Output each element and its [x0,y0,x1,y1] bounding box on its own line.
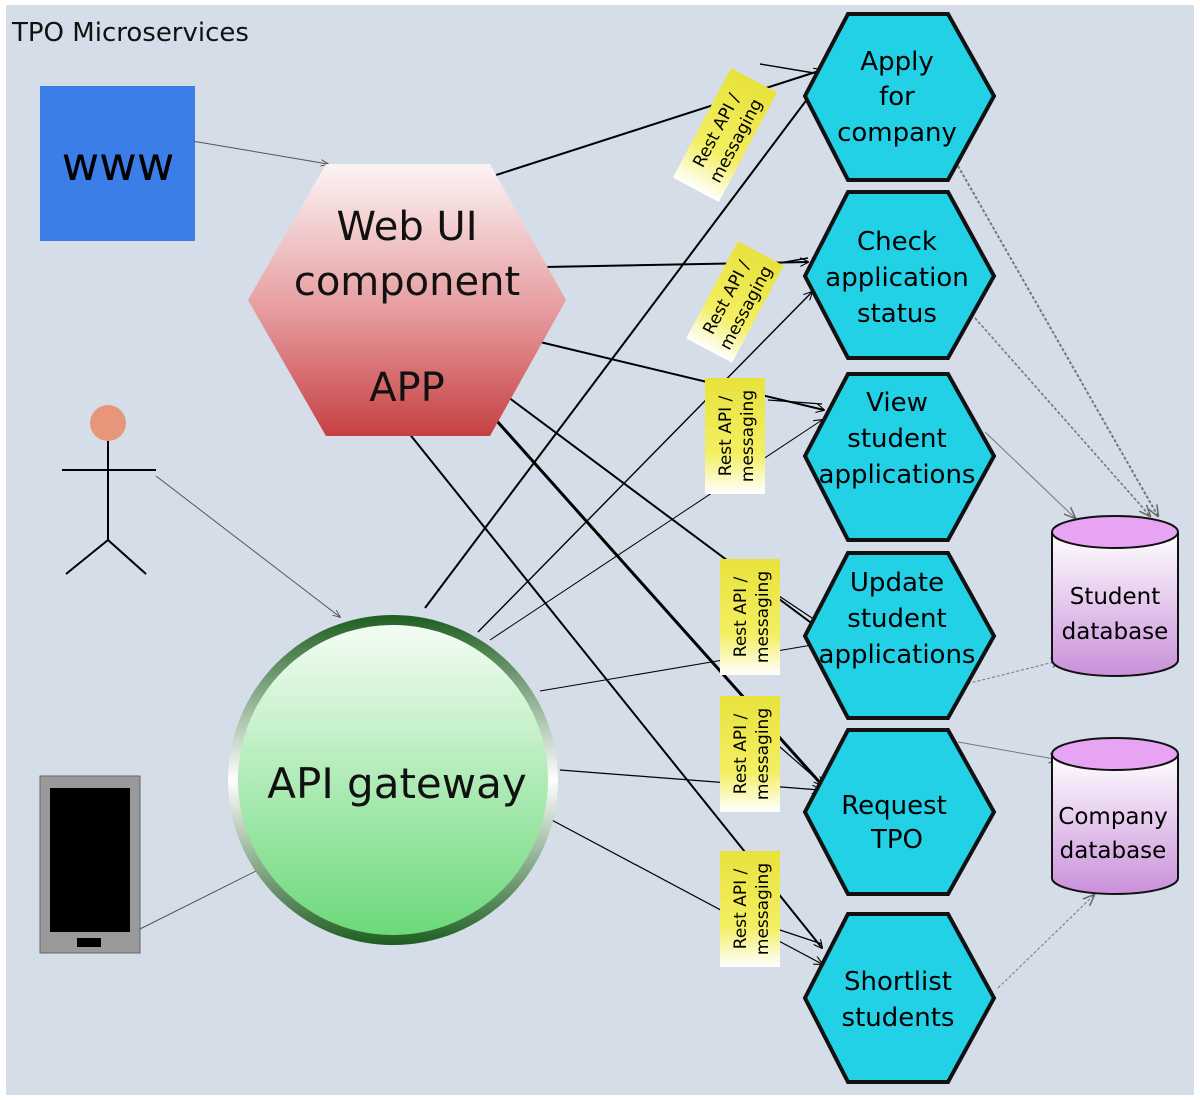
connector-view-studentdb [984,431,1075,518]
svg-text:Rest API /: Rest API / [731,577,751,658]
svg-text:TPO: TPO [870,825,923,855]
connector-check-studentdb [974,317,1150,516]
service-update-student-applications: Update student applications [802,551,997,720]
svg-text:Rest API /: Rest API / [731,869,751,950]
service-check-application-status: Check application status [802,190,997,360]
svg-text:for: for [879,82,915,112]
svg-text:applications: applications [819,640,976,670]
svg-text:Update: Update [850,568,944,598]
diagram-background [6,5,1194,1095]
connector-gateway-check [477,292,812,633]
svg-text:application: application [825,263,968,293]
connector-web-to-webui [185,139,328,164]
svg-text:Student: Student [1070,584,1161,610]
svg-text:applications: applications [819,460,976,490]
rest-tags: Rest API / messaging Rest API / messagin… [672,68,784,967]
web-ui-component: Web UI component APP [248,164,566,436]
svg-text:database: database [1062,619,1169,645]
web-client: www [40,86,195,241]
connector-shortlist-companydb [997,895,1094,989]
svg-text:Request: Request [841,791,947,821]
connectors [137,63,1158,989]
rest-tag-request: Rest API / messaging [720,696,780,812]
connector-request-companydb [957,741,1060,760]
connector-mobile-to-gateway [137,868,262,931]
web-ui-line1: Web UI [337,204,478,250]
svg-text:Check: Check [857,227,937,257]
connector-gateway-apply [424,82,820,609]
api-gateway-label: API gateway [267,759,526,808]
svg-text:company: company [837,118,957,148]
rest-tag-update: Rest API / messaging [720,559,780,675]
connector-gateway-view [489,420,822,641]
service-shortlist-students: Shortlist students [802,912,997,1084]
student-database: Student database [1051,515,1179,677]
svg-text:messaging: messaging [753,708,773,800]
web-ui-line3: APP [369,365,445,411]
svg-text:status: status [857,299,937,329]
svg-text:student: student [847,604,946,634]
company-database: Company database [1051,737,1179,895]
rest-tag-view: Rest API / messaging [705,378,765,494]
svg-text:Rest API /: Rest API / [731,714,751,795]
svg-text:View: View [866,388,928,418]
phone-screen [50,788,130,932]
service-view-student-applications: View student applications [802,372,997,542]
connector-webui-view [539,341,824,410]
svg-text:messaging: messaging [738,390,758,482]
phone-button [77,938,101,947]
service-apply-for-company: Apply for company [802,12,997,182]
svg-text:students: students [842,1003,955,1033]
svg-text:database: database [1060,838,1167,864]
svg-text:Shortlist: Shortlist [844,967,952,997]
service-request-tpo: Request TPO [802,728,997,896]
svg-text:messaging: messaging [753,571,773,663]
svg-text:Apply: Apply [860,47,933,77]
rest-tag-shortlist: Rest API / messaging [720,851,780,967]
mobile-client [39,775,141,954]
svg-text:Company: Company [1058,804,1167,830]
api-gateway: API gateway [228,615,558,945]
connector-update-studentdb [957,660,1062,687]
web-box-label: www [62,137,175,191]
connector-user-to-gateway [155,475,340,617]
web-box [40,86,195,241]
diagram-title: TPO Microservices [11,18,249,48]
user-actor [62,405,156,575]
web-ui-line2: component [294,259,520,305]
svg-text:Rest API /: Rest API / [716,396,736,477]
person-head-icon [90,405,126,441]
connector-apply-studentdb [957,165,1158,516]
svg-text:student: student [847,424,946,454]
svg-text:messaging: messaging [753,863,773,955]
